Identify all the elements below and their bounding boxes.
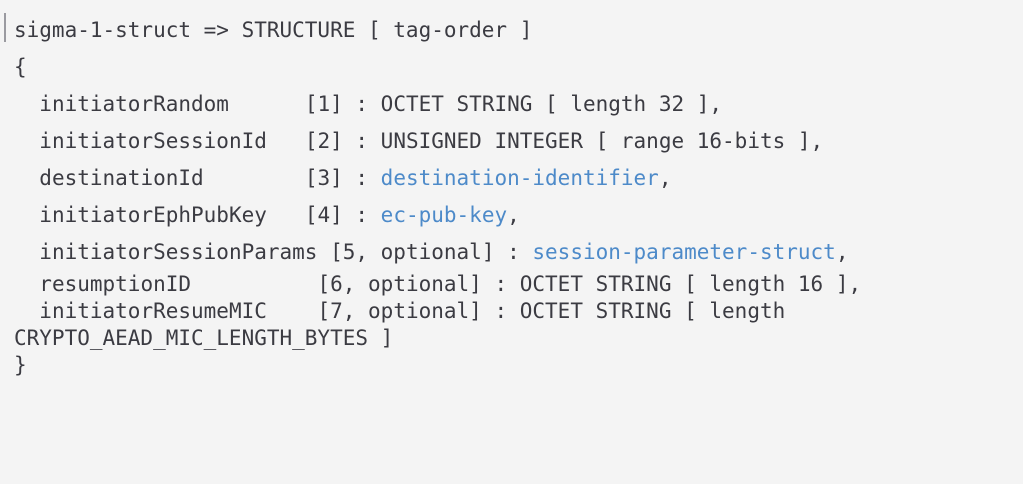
field-type-6: OCTET STRING [ length 16 ] bbox=[519, 272, 849, 296]
code-line-field-2: initiatorSessionId [2] : UNSIGNED INTEGE… bbox=[14, 123, 1013, 160]
field-tag-4: [4] : bbox=[304, 203, 381, 227]
field-trailer-4: , bbox=[507, 203, 520, 227]
field-name-4: initiatorEphPubKey bbox=[39, 203, 305, 227]
field-tag-5: [5, optional] : bbox=[317, 240, 533, 264]
code-line-field-1: initiatorRandom [1] : OCTET STRING [ len… bbox=[14, 86, 1013, 123]
field-type-1: OCTET STRING [ length 32 ] bbox=[380, 92, 710, 116]
field-trailer-2: , bbox=[810, 129, 824, 153]
field-name-6: resumptionID bbox=[39, 272, 305, 296]
code-line-close-brace: } bbox=[14, 353, 27, 377]
code-content[interactable]: sigma-1-struct => STRUCTURE [ tag-order … bbox=[14, 12, 1013, 379]
code-line-field-4: initiatorEphPubKey [4] : ec-pub-key, bbox=[14, 197, 1013, 234]
code-line-field-6: resumptionID [6, optional] : OCTET STRIN… bbox=[14, 271, 1013, 298]
field-tag-7: [7, optional] : bbox=[304, 299, 520, 323]
code-line-header: sigma-1-struct => STRUCTURE [ tag-order … bbox=[14, 18, 533, 42]
field-trailer-3: , bbox=[658, 166, 672, 190]
type-reference-ec-pub-key[interactable]: ec-pub-key bbox=[380, 203, 508, 227]
field-trailer-1: , bbox=[709, 92, 723, 116]
field-name-1: initiatorRandom bbox=[39, 92, 305, 116]
field-trailer-5: , bbox=[835, 240, 849, 264]
type-reference-destination-identifier[interactable]: destination-identifier bbox=[380, 166, 659, 190]
field-name-7: initiatorResumeMIC bbox=[39, 299, 305, 323]
field-name-2: initiatorSessionId bbox=[39, 129, 305, 153]
field-type-2: UNSIGNED INTEGER [ range 16-bits ] bbox=[380, 129, 811, 153]
field-tag-2: [2] : bbox=[304, 129, 381, 153]
code-line-field-3: destinationId [3] : destination-identifi… bbox=[14, 160, 1013, 197]
field-tag-1: [1] : bbox=[304, 92, 381, 116]
field-name-3: destinationId bbox=[39, 166, 305, 190]
field-type-7: OCTET STRING [ length CRYPTO_AEAD_MIC_LE… bbox=[14, 299, 798, 350]
code-line-field-5: initiatorSessionParams [5, optional] : s… bbox=[14, 234, 1013, 271]
field-trailer-6: , bbox=[848, 272, 862, 296]
field-tag-3: [3] : bbox=[304, 166, 381, 190]
text-caret bbox=[4, 13, 6, 42]
code-line-open-brace: { bbox=[14, 55, 27, 79]
field-name-5: initiatorSessionParams bbox=[39, 240, 318, 264]
type-reference-session-parameter-struct[interactable]: session-parameter-struct bbox=[532, 240, 836, 264]
field-tag-6: [6, optional] : bbox=[304, 272, 520, 296]
code-line-field-7: initiatorResumeMIC [7, optional] : OCTET… bbox=[14, 298, 1013, 352]
